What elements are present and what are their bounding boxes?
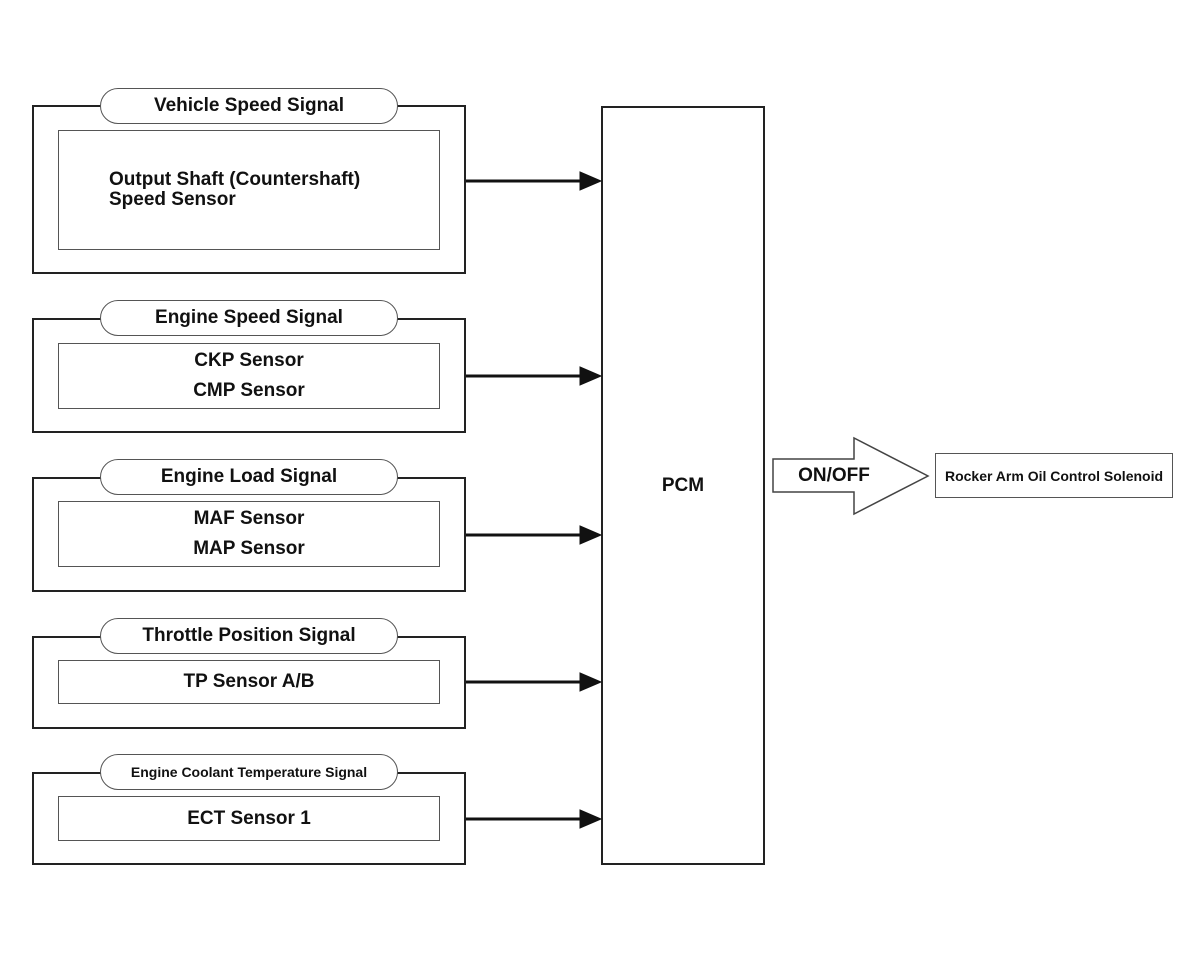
throttle-position-sensor-box: TP Sensor A/B bbox=[58, 660, 440, 704]
engine-load-sensor-box: MAF Sensor MAP Sensor bbox=[58, 501, 440, 567]
output-shaft-sensor-label-line2: Speed Sensor bbox=[109, 189, 236, 210]
engine-speed-group-title: Engine Speed Signal bbox=[100, 300, 398, 336]
pcm-box: PCM bbox=[601, 106, 765, 865]
on-off-label: ON/OFF bbox=[798, 465, 870, 486]
engine-speed-sensor-box: CKP Sensor CMP Sensor bbox=[58, 343, 440, 409]
map-sensor-label: MAP Sensor bbox=[193, 538, 305, 559]
output-shaft-sensor-label-line1: Output Shaft (Countershaft) bbox=[109, 169, 361, 190]
rocker-arm-solenoid-box: Rocker Arm Oil Control Solenoid bbox=[935, 453, 1173, 498]
ckp-sensor-label: CKP Sensor bbox=[194, 350, 304, 371]
coolant-temperature-sensor-box: ECT Sensor 1 bbox=[58, 796, 440, 841]
vehicle-speed-group-title: Vehicle Speed Signal bbox=[100, 88, 398, 124]
tp-sensor-label: TP Sensor A/B bbox=[183, 671, 315, 692]
engine-speed-arrowhead bbox=[579, 366, 603, 386]
maf-sensor-label: MAF Sensor bbox=[193, 508, 305, 529]
throttle-position-group-title: Throttle Position Signal bbox=[100, 618, 398, 654]
engine-load-group-title: Engine Load Signal bbox=[100, 459, 398, 495]
pcm-label: PCM bbox=[661, 474, 705, 496]
rocker-arm-solenoid-label: Rocker Arm Oil Control Solenoid bbox=[944, 467, 1164, 484]
throttle-position-arrowhead bbox=[579, 672, 603, 692]
vehicle-speed-arrowhead bbox=[579, 171, 603, 191]
vehicle-speed-sensor-box: Output Shaft (Countershaft) Speed Sensor bbox=[58, 130, 440, 250]
cmp-sensor-label: CMP Sensor bbox=[193, 380, 305, 401]
ect-sensor-label: ECT Sensor 1 bbox=[187, 807, 311, 829]
engine-load-arrowhead bbox=[579, 525, 603, 545]
on-off-output-arrow bbox=[772, 436, 930, 516]
coolant-temperature-arrowhead bbox=[579, 809, 603, 829]
coolant-temperature-group-title: Engine Coolant Temperature Signal bbox=[100, 754, 398, 790]
